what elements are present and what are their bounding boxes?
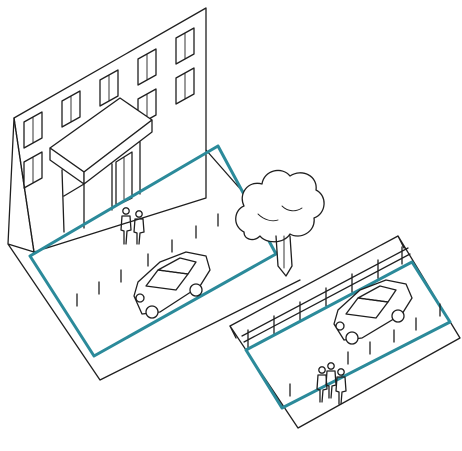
car [134, 252, 210, 318]
street-parking-panel [230, 236, 460, 428]
pedestrian [336, 369, 346, 404]
street-car [334, 280, 412, 344]
tree [236, 170, 324, 276]
